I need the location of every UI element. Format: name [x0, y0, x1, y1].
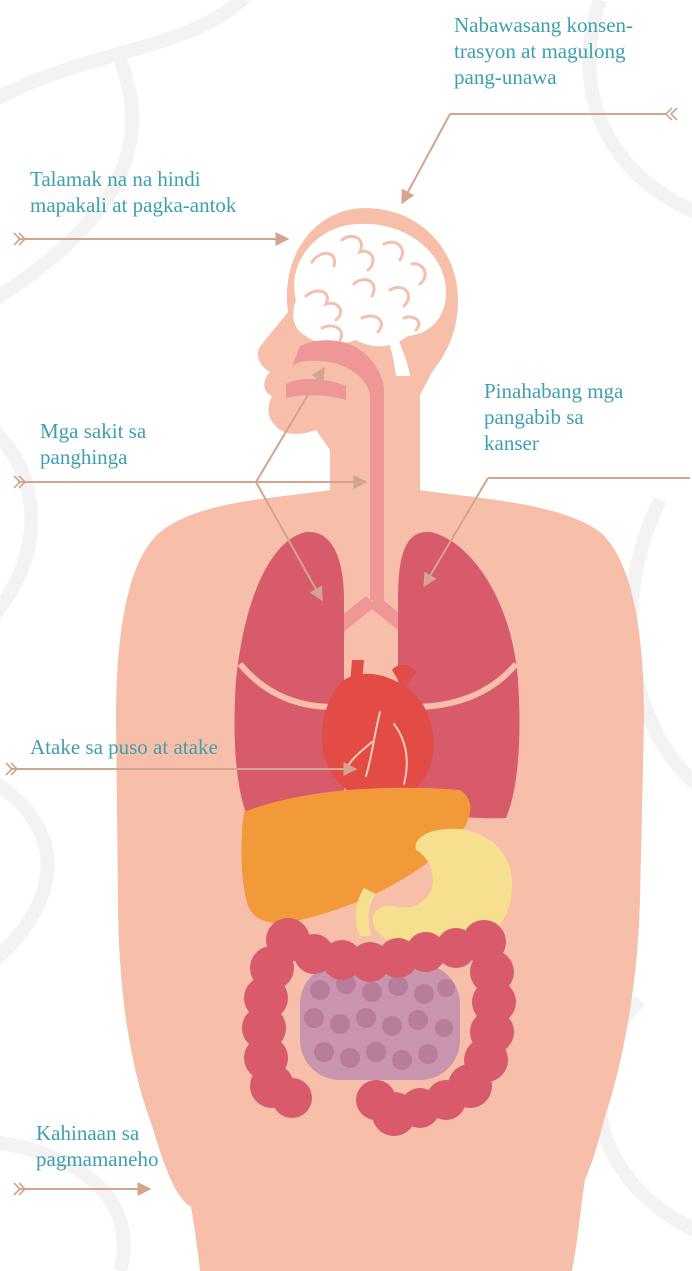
label-heart: Atake sa puso at atake [30, 734, 218, 760]
label-cancer-line-1: Pinahabang mga [484, 378, 623, 404]
label-respiratory-line-2: panghinga [40, 444, 146, 470]
label-heart-line-1: Atake sa puso at atake [30, 734, 218, 760]
label-restlessness-line-2: mapakali at pagka-antok [30, 192, 236, 218]
label-cancer-line-2: pangabib sa [484, 404, 623, 430]
label-cancer: Pinahabang mga pangabib sa kanser [484, 378, 623, 456]
label-concentration: Nabawasang konsen- trasyon at magulong p… [454, 12, 633, 90]
label-driving-line-1: Kahinaan sa [36, 1120, 158, 1146]
label-restlessness-line-1: Talamak na na hindi [30, 166, 236, 192]
label-concentration-line-2: trasyon at magulong [454, 38, 633, 64]
label-concentration-line-1: Nabawasang konsen- [454, 12, 633, 38]
small-intestine [300, 964, 460, 1080]
label-driving-line-2: pagmamaneho [36, 1146, 158, 1172]
label-cancer-line-3: kanser [484, 430, 623, 456]
label-driving: Kahinaan sa pagmamaneho [36, 1120, 158, 1172]
label-concentration-line-3: pang-unawa [454, 64, 633, 90]
label-respiratory-line-1: Mga sakit sa [40, 418, 146, 444]
label-respiratory: Mga sakit sa panghinga [40, 418, 146, 470]
label-restlessness: Talamak na na hindi mapakali at pagka-an… [30, 166, 236, 218]
